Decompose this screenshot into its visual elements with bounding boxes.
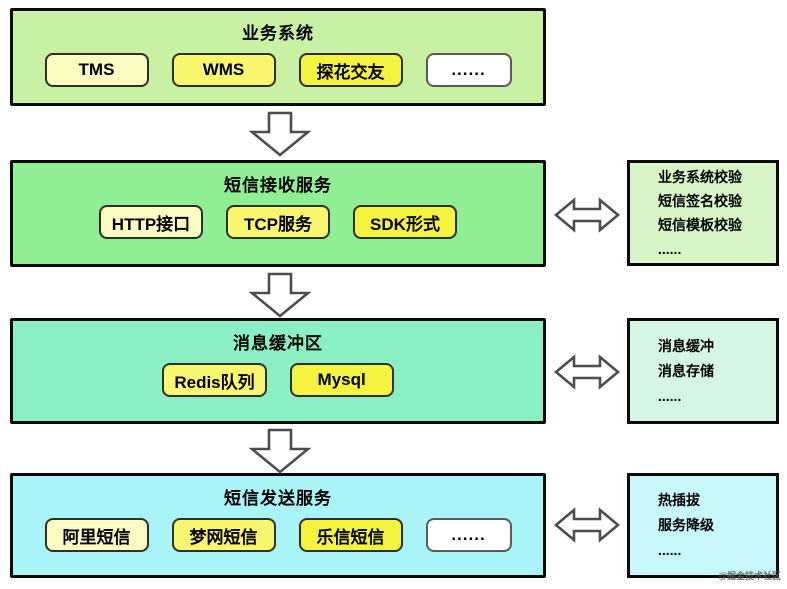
- side-box-send-features: 热插拔 服务降级 ......: [627, 473, 779, 578]
- double-arrow-receive-validation: [554, 197, 620, 233]
- layer-business-systems-title: 业务系统: [242, 24, 314, 43]
- layer-sms-receive-service: 短信接收服务 HTTP接口 TCP服务 SDK形式: [10, 160, 546, 267]
- layer-sms-receive-title: 短信接收服务: [224, 176, 332, 195]
- side-line: 消息缓冲: [658, 337, 714, 354]
- layer-sms-send-service: 短信发送服务 阿里短信 梦网短信 乐信短信 ......: [10, 473, 546, 578]
- double-arrow-send-features: [554, 507, 620, 543]
- chip-mysql: Mysql: [289, 363, 394, 397]
- side-line: 短信签名校验: [658, 192, 742, 209]
- side-line: 短信模板校验: [658, 216, 742, 233]
- chip-ali-sms: 阿里短信: [44, 518, 149, 552]
- chip-sdk-form: SDK形式: [353, 205, 457, 239]
- side-line: 消息存储: [658, 362, 714, 379]
- chip-tanhua-jiaoyou: 探花交友: [298, 53, 403, 87]
- chip-ellipsis-business: ......: [425, 53, 512, 87]
- side-line: ......: [658, 387, 682, 404]
- sms-send-chip-row: 阿里短信 梦网短信 乐信短信 ......: [13, 518, 543, 552]
- chip-wms: WMS: [171, 53, 276, 87]
- chip-tms: TMS: [44, 53, 149, 87]
- layer-message-buffer: 消息缓冲区 Redis队列 Mysql: [10, 318, 546, 424]
- side-line: 热插拔: [658, 492, 700, 508]
- chip-mengwang-sms: 梦网短信: [171, 518, 276, 552]
- side-line: 服务降级: [658, 517, 714, 533]
- watermark: @掘金技术社区: [718, 571, 781, 581]
- layer-business-systems: 业务系统 TMS WMS 探花交友 ......: [10, 8, 546, 106]
- side-box-buffer-storage: 消息缓冲 消息存储 ......: [627, 318, 779, 424]
- chip-redis-queue: Redis队列: [162, 363, 267, 397]
- chip-lexin-sms: 乐信短信: [298, 518, 403, 552]
- chip-ellipsis-send: ......: [425, 518, 512, 552]
- business-systems-chip-row: TMS WMS 探花交友 ......: [13, 53, 543, 87]
- down-arrow-2: [249, 272, 311, 318]
- chip-http-interface: HTTP接口: [99, 205, 203, 239]
- chip-tcp-service: TCP服务: [226, 205, 330, 239]
- layer-message-buffer-title: 消息缓冲区: [233, 334, 323, 353]
- side-box-validation: 业务系统校验 短信签名校验 短信模板校验 ......: [627, 160, 779, 266]
- side-line: ......: [658, 542, 682, 558]
- down-arrow-3: [249, 428, 311, 474]
- double-arrow-buffer-storage: [554, 354, 620, 390]
- side-line: ......: [658, 240, 682, 257]
- layer-sms-send-title: 短信发送服务: [224, 489, 332, 508]
- side-line: 业务系统校验: [658, 168, 742, 185]
- message-buffer-chip-row: Redis队列 Mysql: [13, 363, 543, 397]
- down-arrow-1: [249, 111, 311, 157]
- sms-receive-chip-row: HTTP接口 TCP服务 SDK形式: [13, 205, 543, 239]
